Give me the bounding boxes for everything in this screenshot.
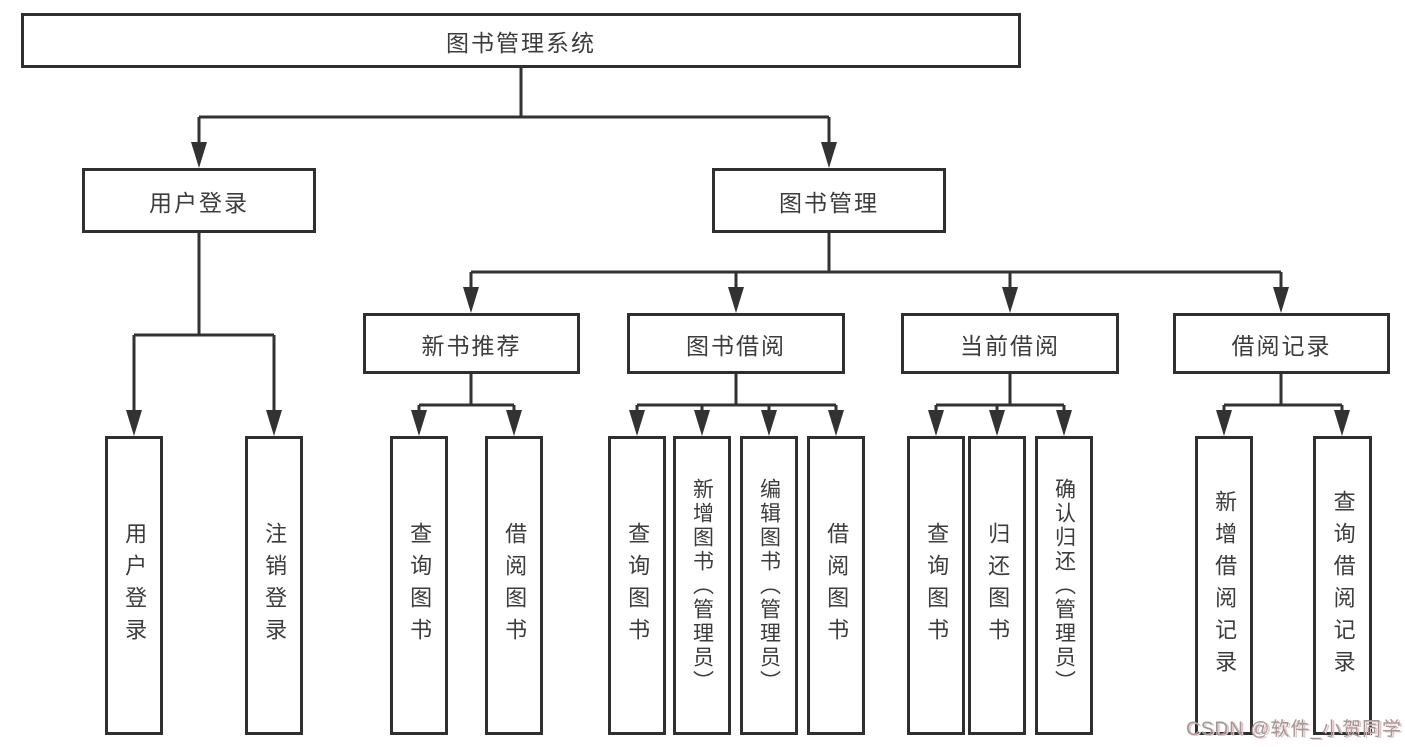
arrow-down [1216,410,1232,436]
leaf-recommend-borrow-book: 借阅图书 [485,436,543,735]
arrow-down [266,410,282,436]
node-root: 图书管理系统 [21,13,1021,68]
connector-user-login-branch [132,233,276,414]
node-new-book-recommend: 新书推荐 [363,313,580,374]
connector-book-borrow-group [635,374,838,413]
leaf-record-add-label: 新增借阅记录 [1212,489,1238,682]
connector-book-mgmt-branch [469,233,1283,291]
node-current-borrow-label: 当前借阅 [960,332,1060,359]
arrow-down [928,410,944,436]
arrow-down [126,410,142,436]
leaf-user-login: 用户登录 [105,436,163,735]
node-new-book-recommend-label: 新书推荐 [421,332,522,359]
leaf-recommend-query-book-label: 查询图书 [407,521,433,650]
arrow-down [1002,287,1018,313]
arrow-down [728,287,744,313]
leaf-current-query-book-label: 查询图书 [924,521,950,650]
connector-root [197,68,831,146]
leaf-user-login-label: 用户登录 [122,521,148,650]
leaf-record-add: 新增借阅记录 [1195,436,1253,735]
leaf-current-return-book-label: 归还图书 [985,521,1011,650]
connector-new-book-group [417,374,516,413]
node-user-login-label: 用户登录 [149,189,249,216]
leaf-current-return-book: 归还图书 [968,436,1026,735]
leaf-current-confirm-return-admin: 确认归还（管理员） [1035,436,1093,735]
arrow-down [1334,410,1350,436]
node-book-management: 图书管理 [712,168,946,233]
arrow-down [191,142,207,168]
node-book-management-label: 图书管理 [779,189,879,216]
arrow-down [463,287,479,313]
node-borrow-record: 借阅记录 [1173,313,1390,374]
arrow-down [411,410,427,436]
leaf-borrow-add-book-admin: 新增图书（管理员） [673,436,731,735]
node-book-borrow-label: 图书借阅 [686,332,786,359]
arrow-down [989,410,1005,436]
leaf-record-query: 查询借阅记录 [1313,436,1372,735]
leaf-user-logout-label: 注销登录 [262,521,288,650]
leaf-record-query-label: 查询借阅记录 [1330,489,1356,682]
arrow-down [506,410,522,436]
leaf-borrow-query-book-label: 查询图书 [625,521,651,650]
leaf-borrow-edit-book-admin-label: 编辑图书（管理员） [757,477,781,694]
arrow-down [821,142,837,168]
arrow-down [1273,287,1289,313]
node-root-label: 图书管理系统 [446,29,596,56]
leaf-current-query-book: 查询图书 [907,436,965,735]
arrow-down [694,410,710,436]
leaf-recommend-borrow-book-label: 借阅图书 [502,521,528,650]
leaf-borrow-query-book: 查询图书 [608,436,666,735]
connector-current-borrow-group [934,374,1066,413]
leaf-current-confirm-return-admin-label: 确认归还（管理员） [1052,477,1076,694]
arrow-down [1056,410,1072,436]
leaf-borrow-edit-book-admin: 编辑图书（管理员） [740,436,798,735]
node-current-borrow: 当前借阅 [901,313,1119,374]
node-borrow-record-label: 借阅记录 [1231,332,1332,359]
arrow-down [761,410,777,436]
leaf-recommend-query-book: 查询图书 [390,436,448,735]
arrow-down [629,410,645,436]
connector-borrow-record-group [1222,374,1344,413]
node-user-login: 用户登录 [82,168,316,233]
arrow-down [828,410,844,436]
csdn-watermark: CSDN @软件_小贺同学 [1186,719,1402,740]
node-book-borrow: 图书借阅 [627,313,845,374]
leaf-borrow-borrow-book: 借阅图书 [807,436,865,735]
leaf-borrow-borrow-book-label: 借阅图书 [824,521,850,650]
leaf-borrow-add-book-admin-label: 新增图书（管理员） [690,477,714,694]
leaf-user-logout: 注销登录 [245,436,303,735]
